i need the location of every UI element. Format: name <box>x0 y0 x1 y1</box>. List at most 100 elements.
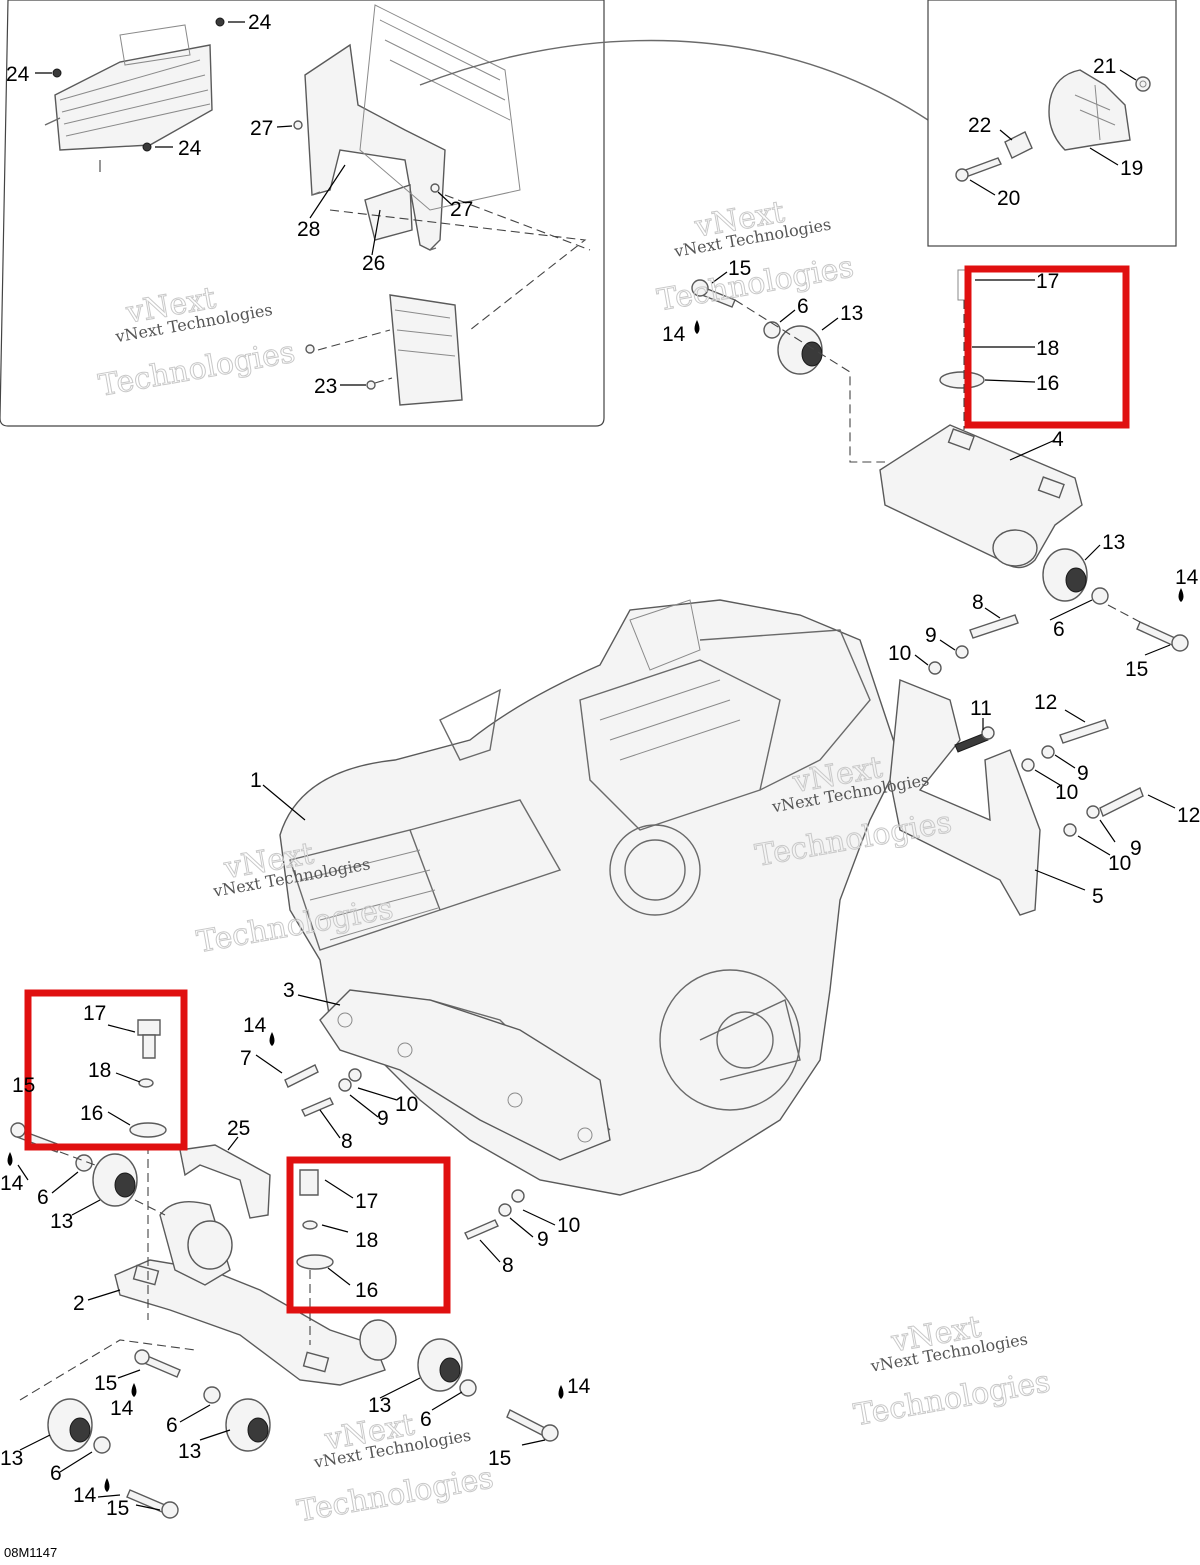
callout-18a: 18 <box>1036 337 1059 360</box>
svg-text:Technologies: Technologies <box>295 1460 497 1529</box>
callout-14c: 14 <box>243 1014 267 1037</box>
bushing-part-13-upper <box>777 325 823 375</box>
callout-24b: 24 <box>6 63 30 86</box>
highlight-box-top-right <box>964 265 1130 429</box>
stud-part-12 <box>1059 719 1144 817</box>
callout-12b: 12 <box>1177 804 1200 827</box>
callout-17a: 17 <box>1036 270 1059 293</box>
callout-15d: 15 <box>94 1372 117 1395</box>
callout-8a: 8 <box>972 591 984 614</box>
callout-10c: 10 <box>1108 852 1131 875</box>
control-module-part <box>359 4 521 211</box>
callout-6a: 6 <box>797 295 809 318</box>
callout-13e: 13 <box>368 1394 391 1417</box>
callout-7: 7 <box>240 1047 252 1070</box>
callout-14d: 14 <box>0 1172 24 1195</box>
callout-23: 23 <box>314 375 337 398</box>
bolt-part-15-upper <box>691 279 1189 652</box>
callout-labels: 24 24 24 27 27 28 26 23 21 22 19 20 15 6… <box>0 11 1200 1520</box>
screw-part-11 <box>954 726 995 753</box>
callout-21: 21 <box>1093 55 1116 78</box>
callout-leaders <box>17 271 1176 1511</box>
stud-part-8 <box>301 614 1019 1240</box>
fuse-box-part <box>44 24 213 172</box>
bolt-part-15-lower <box>10 1122 559 1519</box>
reference-code: 08M1147 <box>4 1545 58 1560</box>
callout-6f: 6 <box>50 1462 62 1485</box>
callout-15f: 15 <box>106 1497 129 1520</box>
callout-3: 3 <box>283 979 295 1002</box>
bolt-part-17-lower <box>129 1019 334 1270</box>
callout-12a: 12 <box>1034 691 1057 714</box>
callout-8c: 8 <box>502 1254 514 1277</box>
callout-13c: 13 <box>50 1210 73 1233</box>
callout-26: 26 <box>362 252 385 275</box>
axis-lines-upper <box>734 299 1141 623</box>
callout-14e: 14 <box>110 1397 134 1420</box>
highlight-boxes <box>24 265 1130 1314</box>
relay-part-23 <box>389 294 463 406</box>
link-curve <box>419 39 929 121</box>
callout-16c: 16 <box>355 1279 378 1302</box>
callout-28: 28 <box>297 218 320 241</box>
callout-13d: 13 <box>178 1440 201 1463</box>
highlight-box-left <box>24 989 188 1151</box>
highlight-box-center <box>286 1156 451 1314</box>
bracket-part-5 <box>889 679 1041 916</box>
callout-1: 1 <box>250 769 262 792</box>
callout-16b: 16 <box>80 1102 103 1125</box>
callout-16a: 16 <box>1036 372 1059 395</box>
screw-part-23 <box>305 344 376 390</box>
watermark-6: vNext vNext Technologies Technologies <box>851 1309 1054 1434</box>
callout-6e: 6 <box>420 1408 432 1431</box>
callout-10b: 10 <box>1055 781 1078 804</box>
callout-15e: 15 <box>488 1447 511 1470</box>
callout-17b: 17 <box>83 1002 106 1025</box>
callout-14g: 14 <box>73 1484 97 1507</box>
callout-20: 20 <box>997 187 1020 210</box>
bushing-part-13-lower <box>47 1153 463 1452</box>
callout-6b: 6 <box>1053 618 1065 641</box>
callout-15c: 15 <box>12 1074 35 1097</box>
callout-11: 11 <box>970 697 992 720</box>
callout-18c: 18 <box>355 1229 378 1252</box>
axis-lines-lower <box>19 1145 311 1401</box>
callout-22: 22 <box>968 114 991 137</box>
svg-text:Technologies: Technologies <box>655 249 857 318</box>
callout-15a: 15 <box>728 257 751 280</box>
bushing-part-13-right <box>1042 548 1088 602</box>
callout-25: 25 <box>227 1117 250 1140</box>
callout-9e: 9 <box>537 1228 549 1251</box>
callout-10a: 10 <box>888 642 911 665</box>
callout-6d: 6 <box>166 1414 178 1437</box>
bracket-part-25 <box>179 1144 271 1219</box>
callout-13b: 13 <box>1102 531 1125 554</box>
callout-24c: 24 <box>178 137 202 160</box>
callout-27b: 27 <box>450 198 473 221</box>
callout-4: 4 <box>1052 428 1064 451</box>
callout-9d: 9 <box>377 1107 389 1130</box>
nut-part-21 <box>1135 76 1151 92</box>
screw-part-20 <box>955 157 1002 182</box>
screw-part-27 <box>293 120 440 193</box>
callout-6c: 6 <box>37 1186 49 1209</box>
callout-13a: 13 <box>840 302 863 325</box>
bolt-part-17-upper <box>939 269 985 389</box>
callout-9c: 9 <box>1130 837 1142 860</box>
oil-drop-icon <box>7 320 1184 1492</box>
callout-14b: 14 <box>1175 566 1199 589</box>
inset-electrical-box <box>0 0 605 427</box>
callout-9a: 9 <box>925 624 937 647</box>
callout-17c: 17 <box>355 1190 378 1213</box>
callout-13f: 13 <box>0 1447 23 1470</box>
callout-8b: 8 <box>341 1130 353 1153</box>
callout-5: 5 <box>1092 885 1104 908</box>
callout-9b: 9 <box>1077 762 1089 785</box>
callout-19: 19 <box>1120 157 1143 180</box>
bolt-part-7 <box>284 1064 319 1088</box>
callout-10e: 10 <box>557 1214 580 1237</box>
washer-part-9-10 <box>338 645 1100 1217</box>
watermark-2: vNext vNext Technologies Technologies <box>654 194 857 319</box>
callout-14a: 14 <box>662 323 686 346</box>
switch-part-19 <box>1048 69 1131 151</box>
